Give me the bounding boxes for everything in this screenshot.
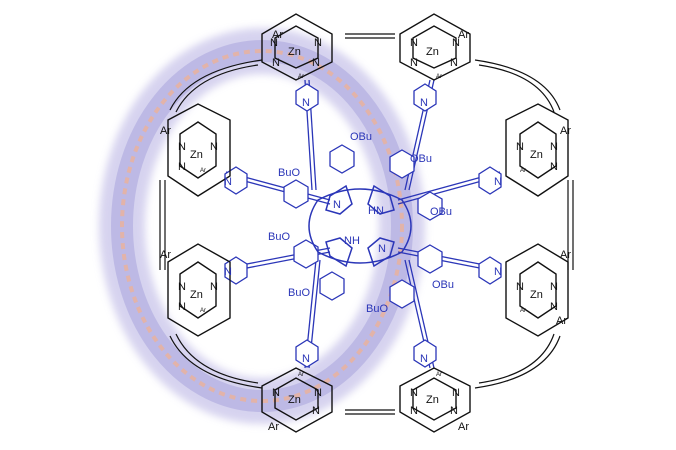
n-label: N: [452, 387, 460, 399]
n-label: N: [516, 281, 524, 293]
zn-porphyrin-top-left: [261, 13, 333, 81]
obu-label: OBu: [430, 206, 452, 218]
pyridine-n-label: N: [302, 353, 310, 365]
ar-label: Ar: [560, 249, 571, 261]
butoxy-labels: OBu OBu OBu OBu BuO BuO BuO BuO: [268, 131, 454, 315]
butadiyne-linkers: [159, 33, 574, 415]
ar-label: Ar: [160, 249, 171, 261]
buo-label: BuO: [366, 303, 388, 315]
n-label: N: [312, 57, 320, 69]
alkoxyphenyl-rings: [283, 144, 443, 309]
n-label: N: [270, 37, 278, 49]
n-label: N: [550, 281, 558, 293]
ar-label-small: Ar: [298, 372, 304, 378]
ar-label-small: Ar: [520, 168, 526, 174]
pyridine-n-label: N: [494, 266, 502, 278]
space-filling-ring-overlay: [99, 28, 425, 424]
zn-label: Zn: [426, 46, 439, 58]
zn-porphyrin-bottom-left: [261, 367, 333, 433]
template-nitrogen-labels: N N N N N N N N N N HN NH: [224, 97, 502, 365]
n-label: N: [450, 405, 458, 417]
core-n-label: N: [333, 199, 341, 211]
n-label: N: [550, 141, 558, 153]
zn-label: Zn: [190, 289, 203, 301]
core-n-label: N: [378, 243, 386, 255]
pyridine-n-label: N: [494, 176, 502, 188]
ar-label-small: Ar: [200, 168, 206, 174]
n-label: N: [272, 387, 280, 399]
n-label: N: [210, 281, 218, 293]
ar-label-small: Ar: [436, 372, 442, 378]
zn-porphyrin-right-upper: [505, 103, 569, 197]
ar-label: Ar: [560, 125, 571, 137]
aryl-labels-small: Ar Ar Ar Ar Ar Ar Ar Ar: [200, 74, 526, 378]
pyridine-n-label: N: [224, 176, 232, 188]
zn-label: Zn: [190, 149, 203, 161]
zn-labels: Zn Zn Zn Zn Zn Zn Zn Zn: [190, 46, 543, 406]
core-nh-label: HN: [368, 205, 384, 217]
zn-porphyrin-left-lower: [167, 243, 231, 337]
template-porphyrin-core: [308, 184, 412, 268]
buo-label: BuO: [278, 167, 300, 179]
n-label: N: [452, 37, 460, 49]
ar-label-small: Ar: [298, 74, 304, 80]
ar-label-small: Ar: [520, 308, 526, 314]
n-label: N: [272, 57, 280, 69]
ar-label: Ar: [272, 29, 283, 41]
n-label: N: [178, 281, 186, 293]
n-label: N: [314, 387, 322, 399]
zn-porphyrin-top-right: [399, 13, 471, 81]
zn-label: Zn: [530, 149, 543, 161]
ar-label: Ar: [160, 125, 171, 137]
n-label: N: [410, 405, 418, 417]
n-label: N: [410, 37, 418, 49]
obu-label: OBu: [410, 153, 432, 165]
buo-label: BuO: [288, 287, 310, 299]
n-label: N: [410, 387, 418, 399]
porphyrin-nitrogen-labels: N N N N N N N N N N N N N N N N N N N N …: [178, 37, 558, 417]
ar-label: Ar: [458, 29, 469, 41]
pyridine-n-label: N: [420, 97, 428, 109]
n-label: N: [516, 141, 524, 153]
zn-label: Zn: [288, 394, 301, 406]
buo-label: BuO: [268, 231, 290, 243]
pyridine-n-label: N: [420, 353, 428, 365]
obu-label: OBu: [350, 131, 372, 143]
zn-porphyrin-right-lower: [505, 243, 569, 337]
pyridine-n-label: N: [302, 97, 310, 109]
ar-label-small: Ar: [200, 308, 206, 314]
obu-label: OBu: [432, 279, 454, 291]
n-label: N: [314, 37, 322, 49]
zinc-porphyrin-units: [167, 13, 569, 433]
ar-label: Ar: [268, 421, 279, 433]
ar-label-small: Ar: [436, 74, 442, 80]
n-label: N: [410, 57, 418, 69]
ar-label: Ar: [458, 421, 469, 433]
n-label: N: [178, 141, 186, 153]
n-label: N: [550, 161, 558, 173]
n-label: N: [210, 141, 218, 153]
zn-porphyrin-bottom-right: [399, 367, 471, 433]
n-label: N: [178, 161, 186, 173]
pyridine-n-label: N: [224, 266, 232, 278]
zn-porphyrin-left-upper: [167, 103, 231, 197]
core-nh-label: NH: [344, 235, 360, 247]
aryl-labels: Ar Ar Ar Ar Ar Ar Ar Ar Ar: [160, 29, 571, 433]
n-label: N: [312, 405, 320, 417]
n-label: N: [550, 301, 558, 313]
ar-label: Ar: [556, 315, 567, 327]
n-label: N: [450, 57, 458, 69]
zn-label: Zn: [426, 394, 439, 406]
n-label: N: [178, 301, 186, 313]
zn-label: Zn: [530, 289, 543, 301]
zn-label: Zn: [288, 46, 301, 58]
